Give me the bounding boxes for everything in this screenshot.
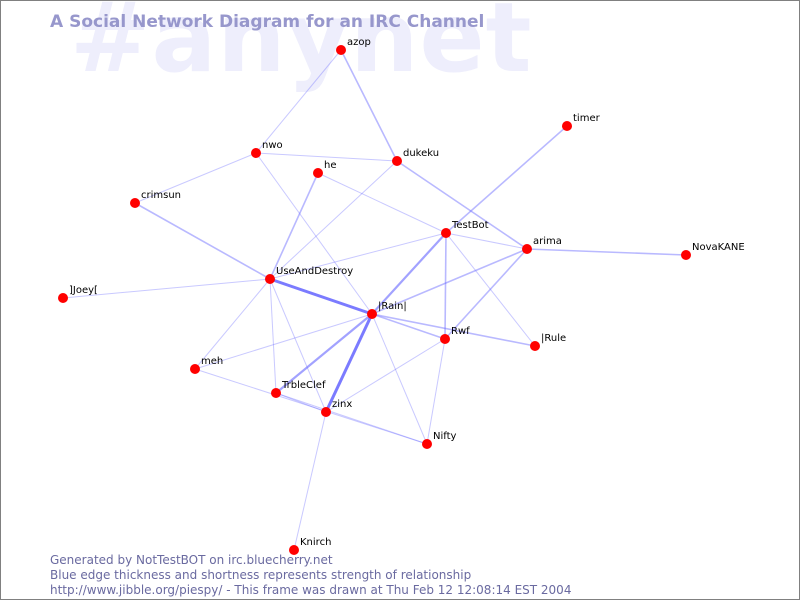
edge-meh-Nifty [194,368,428,445]
footer-url: http://www.jibble.org/piespy/ - This fra… [50,583,572,597]
node-meh[interactable]: meh [190,356,223,374]
node-label: dukeku [403,148,439,159]
node-timer[interactable]: timer [562,113,601,131]
edge-|Rain|-Rwf [371,313,446,340]
edge-TrbleClef-zinx [275,392,327,413]
edge-timer-TestBot [445,125,568,234]
node-Knirch[interactable]: Knirch [289,537,331,555]
node-dot[interactable] [522,244,532,254]
edge-zinx-Knirch [293,411,327,551]
node-|Rain|[interactable]: |Rain| [367,301,407,319]
node-dot[interactable] [58,293,68,303]
node-dot[interactable] [321,407,331,417]
node-label: azop [347,37,371,48]
edge-|Rain|-zinx [324,313,374,413]
edge-TrbleClef-Nifty [275,392,428,445]
node-TestBot[interactable]: TestBot [441,220,489,238]
node-label: |Rain| [378,301,407,312]
node-label: Knirch [300,537,331,548]
edge-azop-dukeku [340,49,398,162]
node-dot[interactable] [441,228,451,238]
edge-he-UseAndDestroy [269,172,319,280]
node-dot[interactable] [190,364,200,374]
node-arima[interactable]: arima [522,236,562,254]
edge-Rwf-zinx [325,338,446,413]
node-dot[interactable] [681,250,691,260]
edge-TestBot-Rwf [444,232,447,340]
node-label: TrbleClef [281,380,326,391]
edge-Rwf-Nifty [426,338,446,445]
node-label: nwo [262,140,283,151]
edge-UseAndDestroy-TrbleClef [269,278,277,394]
node-label: Nifty [433,431,457,442]
node-Rwf[interactable]: Rwf [440,326,470,344]
edge-UseAndDestroy-zinx [269,278,327,413]
node-label: arima [533,236,562,247]
edge-dukeku-UseAndDestroy [269,160,398,280]
node-label: he [324,160,337,171]
edge-TestBot-|Rain| [371,232,447,315]
node-nwo[interactable]: nwo [251,140,283,158]
edge-TestBot-|Rule [445,232,536,347]
edge-TestBot-UseAndDestroy [269,232,447,280]
node-dot[interactable] [251,148,261,158]
node-label: timer [573,113,601,124]
node-label: zinx [332,399,352,410]
node-label: crimsun [141,190,181,201]
node-azop[interactable]: azop [336,37,371,55]
node-label: UseAndDestroy [276,266,353,277]
node-dot[interactable] [367,309,377,319]
node-dot[interactable] [422,439,432,449]
node-Nifty[interactable]: Nifty [422,431,457,449]
edge-UseAndDestroy-|Rain| [269,277,373,316]
node-label: ]Joey[ [69,285,98,296]
node-dot[interactable] [392,156,402,166]
node-label: |Rule [541,333,566,344]
edge-arima-Rwf [444,248,528,340]
node-NovaKANE[interactable]: NovaKANE [681,242,745,260]
diagram-title: A Social Network Diagram for an IRC Chan… [50,12,485,32]
node-UseAndDestroy[interactable]: UseAndDestroy [265,266,353,284]
footer: Generated by NotTestBOT on irc.bluecherr… [50,553,571,598]
node-zinx[interactable]: zinx [321,399,352,417]
footer-generated: Generated by NotTestBOT on irc.bluecherr… [50,553,333,567]
edge-|Rain|-|Rule [371,313,536,347]
edge-arima-|Rain| [371,248,528,315]
edge-crimsun-UseAndDestroy [134,202,271,280]
node-label: NovaKANE [692,242,745,253]
node-dot[interactable] [530,341,540,351]
edge-azop-nwo [255,49,342,154]
node-dot[interactable] [313,168,323,178]
node-dot[interactable] [562,121,572,131]
node-dot[interactable] [440,334,450,344]
edge-arima-NovaKANE [526,248,687,256]
node-]Joey[[interactable]: ]Joey[ [58,285,98,303]
node-label: Rwf [451,326,470,337]
edge-UseAndDestroy-meh [194,278,271,370]
edge-dukeku-arima [396,160,528,250]
channel-watermark: #anynet [70,0,533,94]
node-|Rule[interactable]: |Rule [530,333,566,351]
node-dot[interactable] [265,274,275,284]
node-he[interactable]: he [313,160,337,178]
node-dot[interactable] [271,388,281,398]
edge-|Rain|-meh [194,313,373,370]
node-dukeku[interactable]: dukeku [392,148,439,166]
node-dot[interactable] [289,545,299,555]
edge-TestBot-arima [445,232,528,250]
node-dot[interactable] [336,45,346,55]
node-TrbleClef[interactable]: TrbleClef [271,380,326,398]
edge-nwo-|Rain| [255,152,373,315]
edge-|Rain|-Nifty [371,313,428,445]
node-label: TestBot [451,220,489,231]
edge-|Rain|-TrbleClef [275,313,373,394]
node-dot[interactable] [130,198,140,208]
edge-nwo-dukeku [255,152,398,162]
node-label: meh [201,356,223,367]
footer-legend: Blue edge thickness and shortness repres… [50,568,472,582]
edge-]Joey[-UseAndDestroy [62,278,271,299]
edge-he-TestBot [317,172,447,234]
edge-nwo-crimsun [134,152,257,204]
node-crimsun[interactable]: crimsun [130,190,181,208]
